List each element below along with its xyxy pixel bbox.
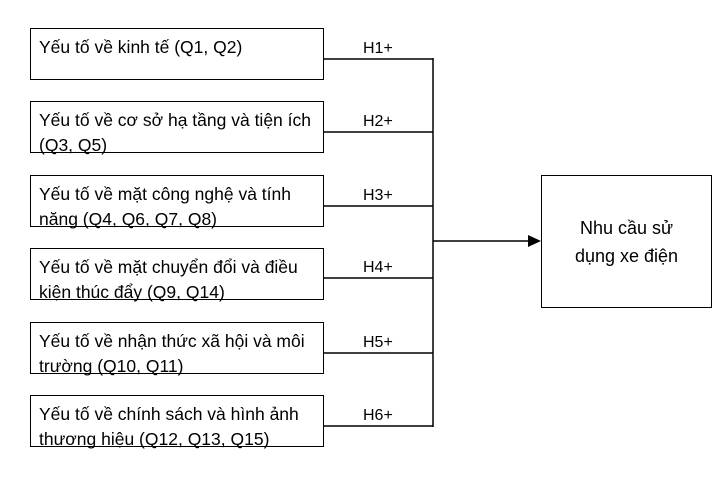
hypothesis-label-h2: H2+: [363, 113, 393, 130]
hypothesis-label-h5: H5+: [363, 334, 393, 351]
factor-box-transition: Yếu tố về mặt chuyển đổi và điều kiện th…: [30, 248, 324, 302]
factor-label: Yếu tố về mặt công nghệ và tính năng (Q4…: [39, 184, 291, 229]
factor-box-economic: Yếu tố về kinh tế (Q1, Q2): [30, 28, 324, 80]
factor-box-social-awareness: Yếu tố về nhận thức xã hội và môi trường…: [30, 322, 324, 376]
factor-label: Yếu tố về kinh tế (Q1, Q2): [39, 37, 243, 57]
factor-box-infrastructure: Yếu tố về cơ sở hạ tầng và tiện ích (Q3,…: [30, 101, 324, 155]
hypothesis-label-h1: H1+: [363, 40, 393, 57]
hypothesis-label-h3: H3+: [363, 187, 393, 204]
factor-label: Yếu tố về nhận thức xã hội và môi trường…: [39, 331, 305, 376]
outcome-label: Nhu cầu sử dụng xe điện: [574, 217, 679, 266]
factor-label: Yếu tố về chính sách và hình ảnh thương …: [39, 404, 299, 449]
arrow-head: [528, 235, 541, 247]
factor-label: Yếu tố về cơ sở hạ tầng và tiện ích (Q3,…: [39, 110, 311, 155]
factor-box-policy-brand: Yếu tố về chính sách và hình ảnh thương …: [30, 395, 324, 449]
hypothesis-label-h6: H6+: [363, 407, 393, 424]
outcome-box: Nhu cầu sử dụng xe điện: [541, 175, 712, 308]
hypothesis-label-h4: H4+: [363, 259, 393, 276]
factor-box-technology: Yếu tố về mặt công nghệ và tính năng (Q4…: [30, 175, 324, 229]
factor-label: Yếu tố về mặt chuyển đổi và điều kiện th…: [39, 257, 298, 302]
